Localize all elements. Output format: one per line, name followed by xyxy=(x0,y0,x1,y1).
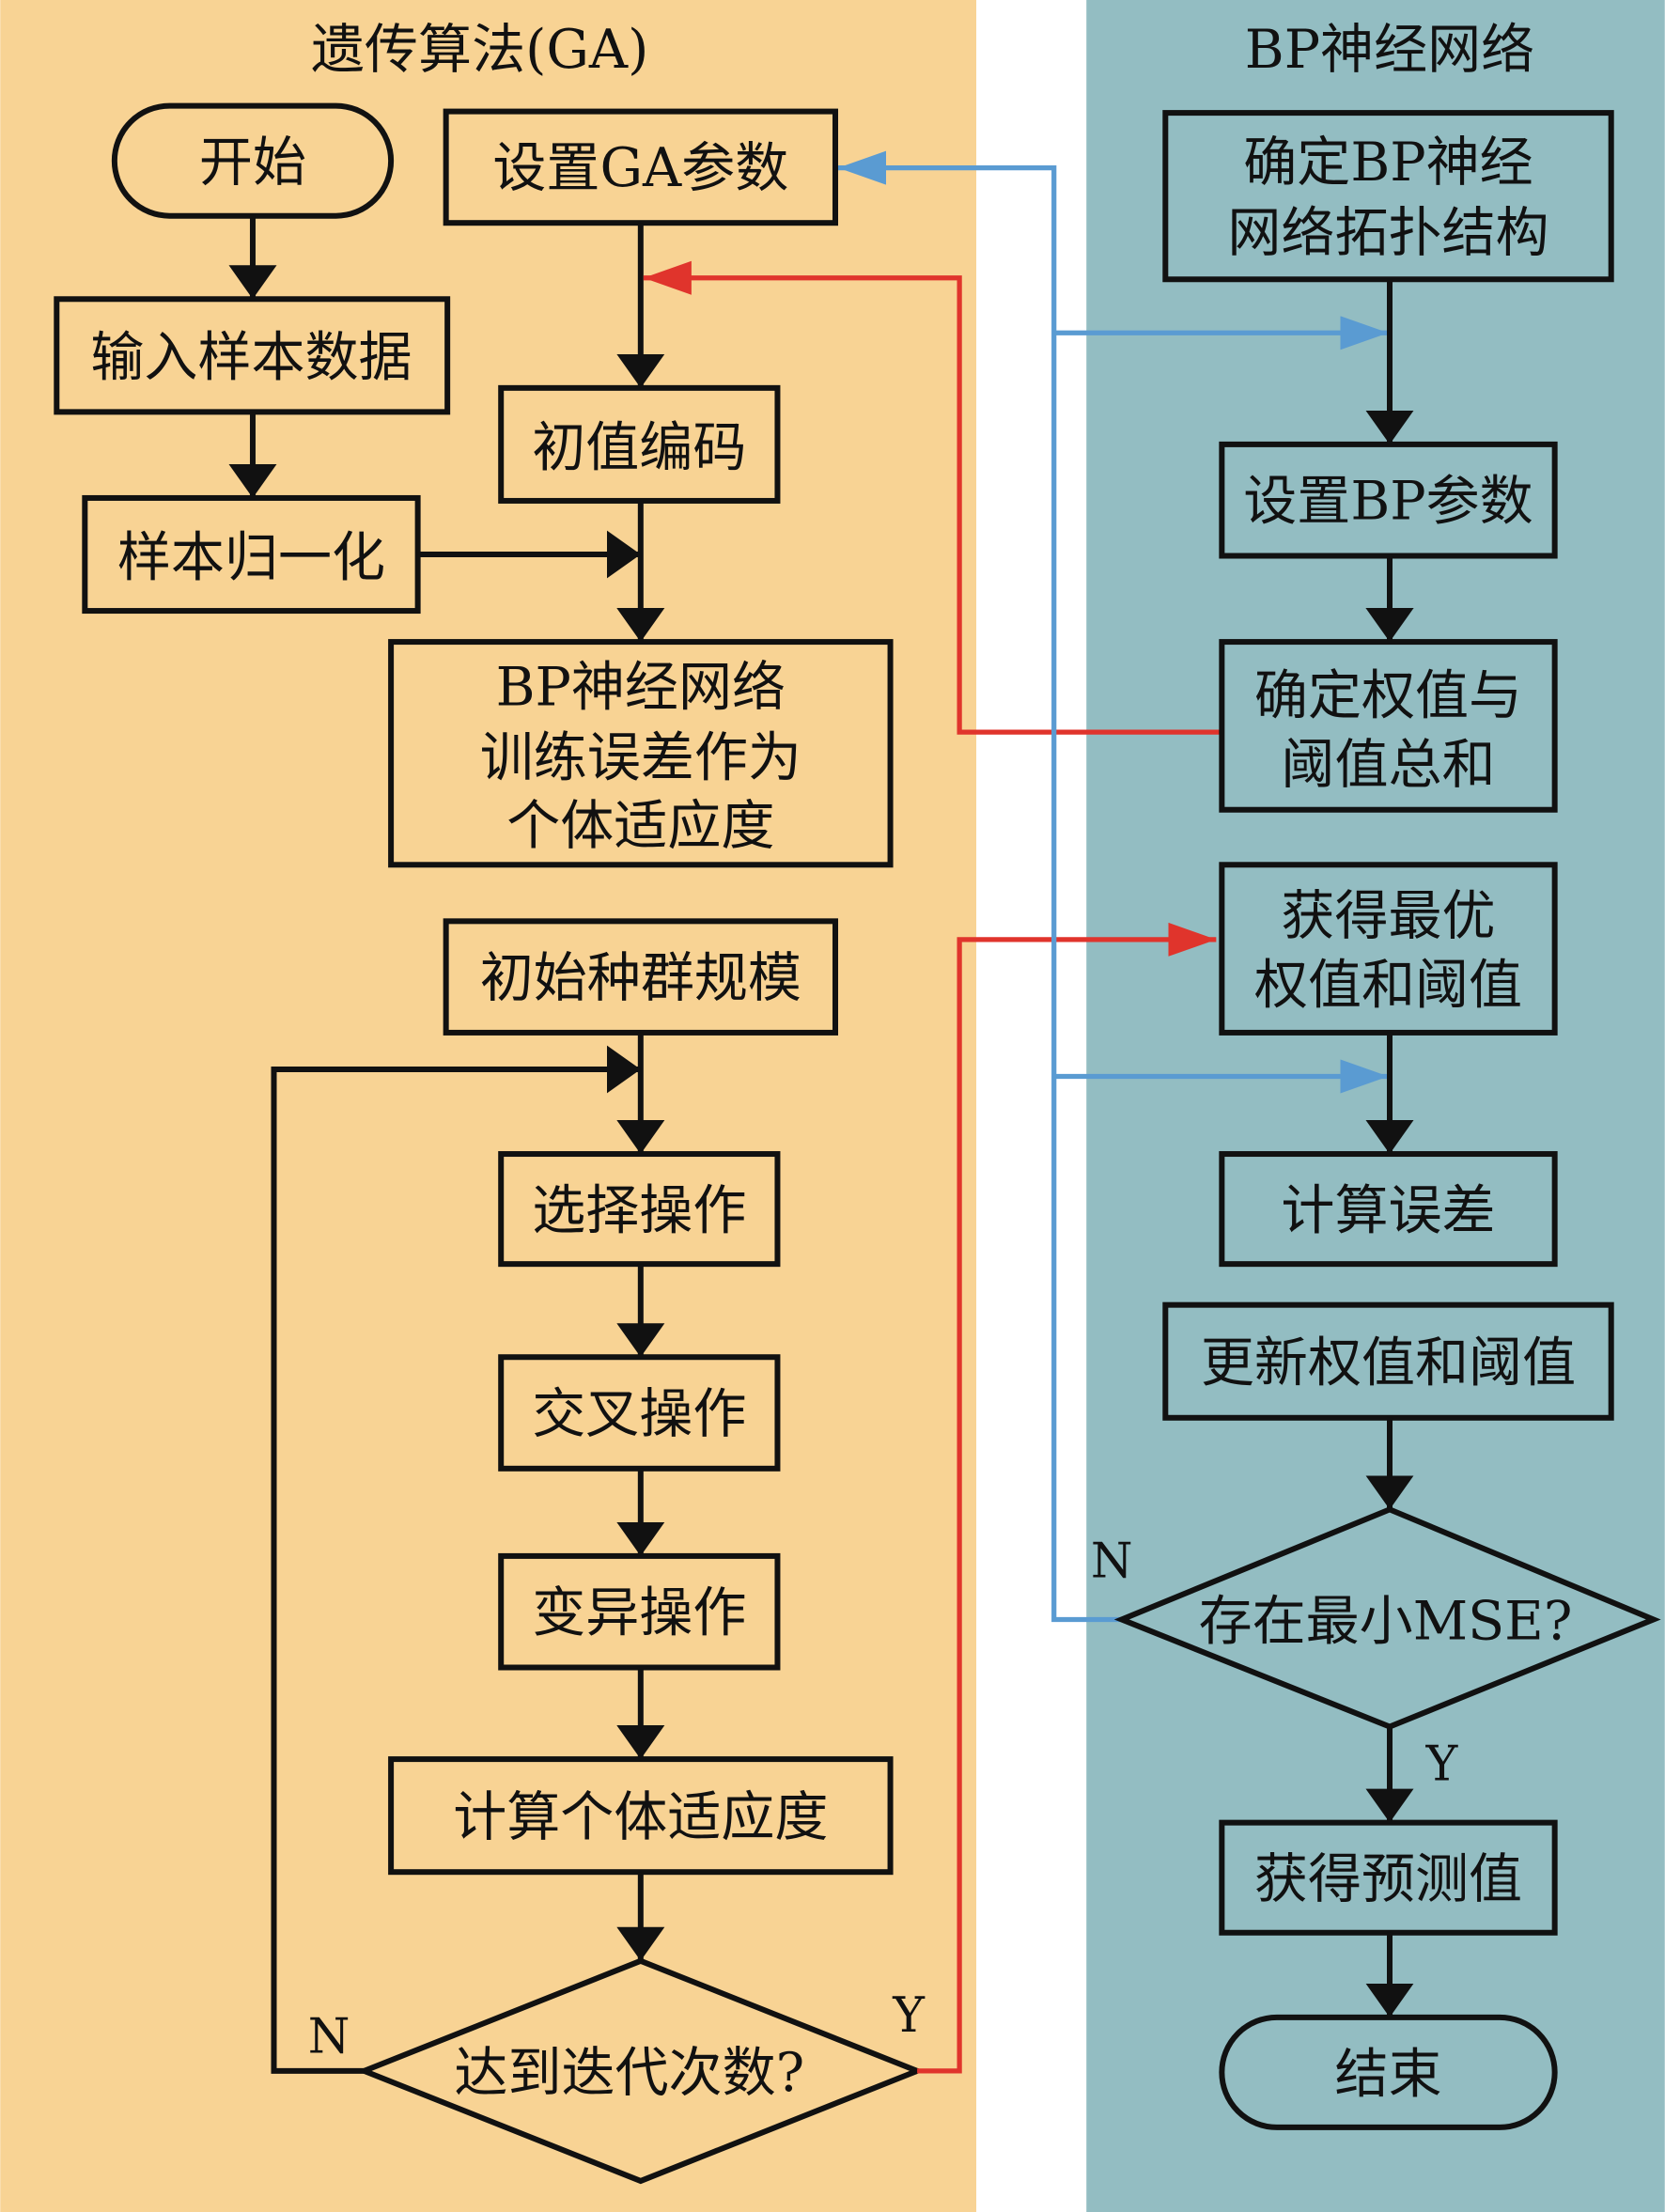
bp-no-label: N xyxy=(1091,1534,1133,1589)
weights-total-box: 确定权值与 阈值总和 xyxy=(1219,639,1558,813)
set-bp-params-label: 设置BP参数 xyxy=(1243,470,1533,532)
population-box: 初始种群规模 xyxy=(443,918,839,1036)
normalize-label: 样本归一化 xyxy=(117,527,385,589)
encode-label: 初值编码 xyxy=(532,416,746,478)
select-box: 选择操作 xyxy=(498,1151,781,1268)
crossover-box: 交叉操作 xyxy=(498,1354,781,1472)
bp-fitness-line-1: BP神经网络 xyxy=(496,657,786,719)
mse-decision: 存在最小MSE? xyxy=(1113,1506,1661,1730)
mse-decision-label: 存在最小MSE? xyxy=(1199,1590,1573,1652)
weights-total-line-1: 确定权值与 xyxy=(1254,665,1522,727)
bp-fitness-line-2: 训练误差作为 xyxy=(480,727,801,789)
calc-fitness-box: 计算个体适应度 xyxy=(388,1756,894,1876)
update-weights-label: 更新权值和阈值 xyxy=(1201,1332,1576,1394)
column-gap xyxy=(976,0,1087,2212)
calc-fitness-label: 计算个体适应度 xyxy=(453,1786,828,1848)
ga-no-label: N xyxy=(308,2009,350,2064)
predict-box: 获得预测值 xyxy=(1219,1819,1558,1936)
mutate-label: 变异操作 xyxy=(532,1581,746,1643)
select-label: 选择操作 xyxy=(532,1180,746,1242)
iteration-decision: 达到迭代次数? xyxy=(356,1957,926,2185)
ga-yes-to-optimal-arrow xyxy=(917,922,1217,2074)
iteration-decision-label: 达到迭代次数? xyxy=(454,2042,804,2104)
ga-column-background xyxy=(0,0,977,2212)
end-label: 结束 xyxy=(1334,2043,1441,2105)
ga-column-title: 遗传算法(GA) xyxy=(311,19,648,81)
weights-total-to-encode-arrow xyxy=(643,260,1221,735)
bp-fitness-line-3: 个体适应度 xyxy=(506,795,774,857)
bp-no-to-ga-params-arrow xyxy=(838,150,1122,1623)
bp-column-title: BP神经网络 xyxy=(1245,19,1534,81)
predict-label: 获得预测值 xyxy=(1254,1848,1522,1910)
input-data-label: 输入样本数据 xyxy=(90,326,412,388)
bp-column-background xyxy=(1086,0,1665,2212)
end-terminal: 结束 xyxy=(1219,2014,1558,2130)
bp-topology-line-2: 网络拓扑结构 xyxy=(1227,202,1548,264)
bp-topology-line-1: 确定BP神经 xyxy=(1243,132,1533,194)
calc-error-label: 计算误差 xyxy=(1281,1180,1495,1242)
set-ga-params-label: 设置GA参数 xyxy=(492,137,788,199)
optimal-weights-line-2: 权值和阈值 xyxy=(1254,954,1522,1016)
optimal-weights-box: 获得最优 权值和阈值 xyxy=(1219,862,1558,1036)
encode-box: 初值编码 xyxy=(498,384,781,504)
bp-fitness-box: BP神经网络 训练误差作为 个体适应度 xyxy=(388,639,894,868)
ga-yes-label: Y xyxy=(892,1988,926,2044)
bp-yes-label: Y xyxy=(1425,1737,1459,1793)
population-label: 初始种群规模 xyxy=(480,947,801,1009)
calc-error-box: 计算误差 xyxy=(1219,1151,1558,1268)
update-weights-box: 更新权值和阈值 xyxy=(1162,1301,1614,1421)
crossover-label: 交叉操作 xyxy=(532,1383,746,1445)
optimal-weights-line-1: 获得最优 xyxy=(1281,885,1495,947)
start-label: 开始 xyxy=(199,132,306,194)
loop-back-no-arrow xyxy=(271,1045,641,2074)
weights-total-line-2: 阈值总和 xyxy=(1281,734,1495,796)
